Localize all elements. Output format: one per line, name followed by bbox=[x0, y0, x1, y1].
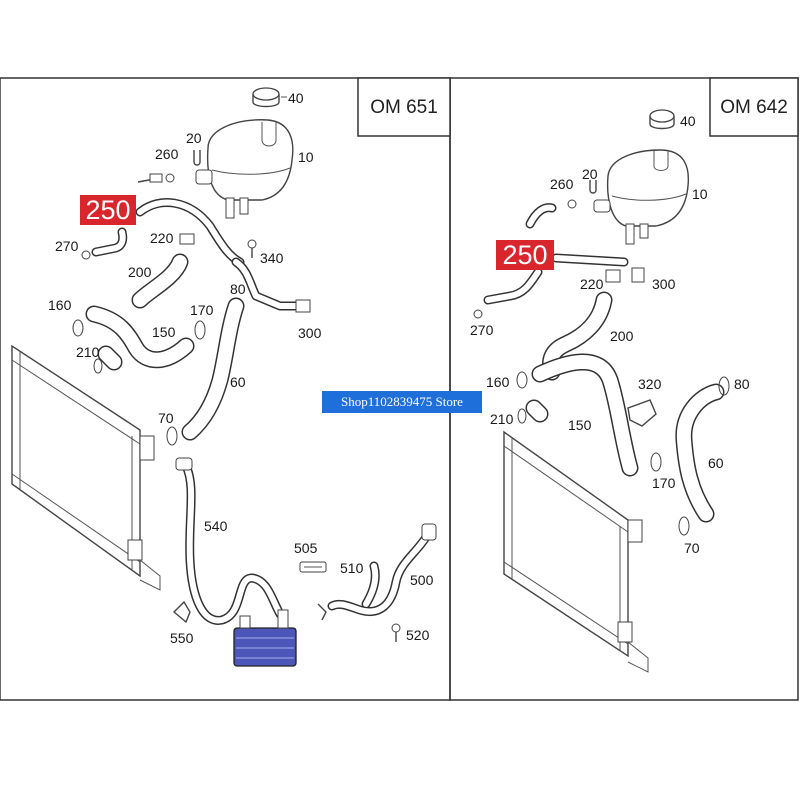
label-300-left: 300 bbox=[298, 325, 322, 341]
sensor-260-right bbox=[567, 199, 577, 209]
label-270-left: 270 bbox=[55, 238, 79, 254]
sensor-260-left bbox=[137, 173, 175, 183]
left-panel-drawing bbox=[11, 87, 437, 667]
label-20-left: 20 bbox=[186, 130, 202, 146]
bracket-550-left bbox=[172, 600, 191, 624]
engine-label-right: OM 642 bbox=[709, 77, 799, 137]
label-40-left: 40 bbox=[288, 90, 304, 106]
label-80-right: 80 bbox=[734, 376, 750, 392]
highlight-250-right-text: 250 bbox=[502, 240, 547, 270]
right-panel-frame bbox=[449, 77, 799, 701]
seal-160-left bbox=[72, 319, 84, 337]
label-20-right: 20 bbox=[582, 166, 598, 182]
bracket-320-right bbox=[627, 399, 657, 427]
connector-220-right bbox=[605, 269, 621, 283]
engine-label-right-text: OM 642 bbox=[720, 97, 788, 118]
label-340-left: 340 bbox=[260, 250, 284, 266]
seal-70-left bbox=[166, 426, 178, 446]
fitting-300-right bbox=[631, 267, 645, 283]
label-60-left: 60 bbox=[230, 374, 246, 390]
label-320-right: 320 bbox=[638, 376, 662, 392]
label-540-left: 540 bbox=[204, 518, 228, 534]
filler-cap-right bbox=[649, 109, 675, 130]
seal-210-left bbox=[93, 358, 103, 374]
label-200-right: 200 bbox=[610, 328, 634, 344]
label-520-left: 520 bbox=[406, 627, 430, 643]
label-300-right: 300 bbox=[652, 276, 676, 292]
engine-label-left-text: OM 651 bbox=[370, 97, 438, 118]
clip-20-left bbox=[193, 150, 201, 166]
clip-20-right bbox=[589, 180, 597, 194]
bolt-340-left bbox=[247, 239, 257, 258]
label-40-right: 40 bbox=[680, 113, 696, 129]
oil-cooler-left bbox=[233, 609, 297, 667]
store-watermark-text: Shop1102839475 Store bbox=[341, 394, 463, 409]
label-210-right: 210 bbox=[490, 411, 514, 427]
label-500-left: 500 bbox=[410, 572, 434, 588]
label-270-right: 270 bbox=[470, 322, 494, 338]
right-panel-drawing bbox=[473, 109, 730, 673]
label-550-left: 550 bbox=[170, 630, 194, 646]
engine-label-left: OM 651 bbox=[357, 77, 451, 137]
label-70-right: 70 bbox=[684, 540, 700, 556]
label-160-right: 160 bbox=[486, 374, 510, 390]
store-watermark: Shop1102839475 Store bbox=[322, 391, 482, 413]
label-260-left: 260 bbox=[155, 146, 179, 162]
seal-210-right bbox=[517, 408, 527, 424]
expansion-tank-right bbox=[593, 149, 690, 245]
bolt-520-left bbox=[391, 623, 401, 642]
label-10-left: 10 bbox=[298, 149, 314, 165]
label-160-left: 160 bbox=[48, 297, 72, 313]
label-70-left: 70 bbox=[158, 410, 174, 426]
highlight-250-right: 250 bbox=[496, 240, 554, 270]
expansion-tank-left bbox=[195, 119, 294, 219]
seal-80-right bbox=[718, 376, 730, 396]
label-200-left: 200 bbox=[128, 264, 152, 280]
seal-170-right bbox=[650, 452, 662, 472]
label-150-right: 150 bbox=[568, 417, 592, 433]
highlight-250-left: 250 bbox=[80, 195, 136, 225]
label-220-right: 220 bbox=[580, 276, 604, 292]
label-260-right: 260 bbox=[550, 176, 574, 192]
radiator-left bbox=[11, 344, 161, 591]
radiator-right bbox=[503, 430, 649, 673]
hose-540-left bbox=[181, 461, 285, 625]
label-170-right: 170 bbox=[652, 475, 676, 491]
seal-70-right bbox=[678, 516, 690, 536]
seal-170-left bbox=[194, 320, 206, 340]
label-510-left: 510 bbox=[340, 560, 364, 576]
label-10-right: 10 bbox=[692, 186, 708, 202]
filler-cap-left bbox=[252, 87, 287, 108]
connector-220-left bbox=[179, 233, 195, 245]
label-170-left: 170 bbox=[190, 302, 214, 318]
label-150-left: 150 bbox=[152, 324, 176, 340]
seal-160-right bbox=[516, 371, 528, 389]
label-220-left: 220 bbox=[150, 230, 174, 246]
fitting-300-left bbox=[295, 299, 311, 313]
clamp-505-left bbox=[299, 561, 327, 573]
label-80-left: 80 bbox=[230, 281, 246, 297]
highlight-250-left-text: 250 bbox=[85, 195, 130, 225]
label-210-left: 210 bbox=[76, 344, 100, 360]
label-60-right: 60 bbox=[708, 455, 724, 471]
label-505-left: 505 bbox=[294, 540, 318, 556]
